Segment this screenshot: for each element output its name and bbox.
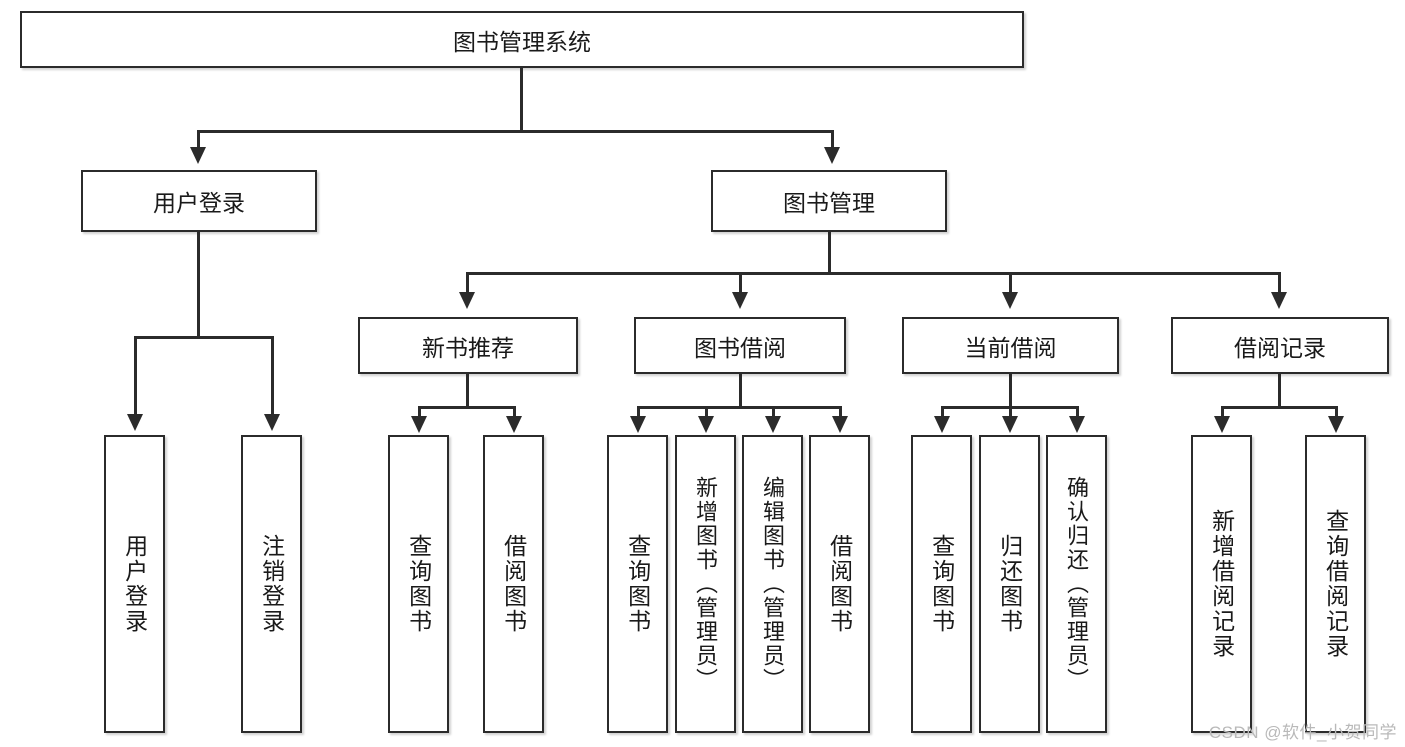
connector-bb-to-leaf-2: [705, 406, 708, 418]
arrow-cb-to-leaf-2: [1002, 416, 1018, 433]
arrow-bm-to-borrow-record: [1271, 292, 1287, 309]
connector-nbr-bus: [418, 406, 516, 409]
arrow-bm-to-current-borrow: [1002, 292, 1018, 309]
connector-user-login-bus: [134, 336, 272, 339]
leaf-br-add-record[interactable]: 新增借阅记录: [1191, 435, 1252, 733]
node-book-borrow[interactable]: 图书借阅: [634, 317, 846, 374]
connector-bm-to-new-book: [466, 272, 469, 294]
arrow-root-to-book-management: [824, 147, 840, 164]
arrow-cb-to-leaf-1: [934, 416, 950, 433]
connector-br-stem: [1278, 374, 1281, 406]
arrow-bm-to-new-book: [459, 292, 475, 309]
arrow-root-to-user-login: [190, 147, 206, 164]
connector-root-stem: [520, 68, 523, 130]
connector-bm-to-book-borrow: [739, 272, 742, 294]
connector-bb-to-leaf-3: [772, 406, 775, 418]
arrow-bm-to-book-borrow: [732, 292, 748, 309]
arrow-user-login-to-leaf-1: [127, 414, 143, 431]
leaf-bb-query-book[interactable]: 查询图书: [607, 435, 668, 733]
connector-nbr-stem: [466, 374, 469, 406]
leaf-cb-return-book[interactable]: 归还图书: [979, 435, 1040, 733]
arrow-bb-to-leaf-4: [832, 416, 848, 433]
connector-nbr-to-leaf-1: [418, 406, 421, 418]
connector-br-bus: [1221, 406, 1337, 409]
connector-cb-stem: [1009, 374, 1012, 406]
leaf-bb-borrow-book[interactable]: 借阅图书: [809, 435, 870, 733]
arrow-bb-to-leaf-3: [765, 416, 781, 433]
arrow-bb-to-leaf-1: [630, 416, 646, 433]
connector-user-login-stem: [197, 232, 200, 336]
connector-book-management-bus: [466, 272, 1281, 275]
arrow-user-login-to-leaf-2: [264, 414, 280, 431]
connector-root-to-user-login: [197, 130, 200, 149]
leaf-user-login-login[interactable]: 用户登录: [104, 435, 165, 733]
node-current-borrow[interactable]: 当前借阅: [902, 317, 1119, 374]
leaf-bb-add-book-admin[interactable]: 新增图书（管理员）: [675, 435, 736, 733]
connector-cb-to-leaf-2: [1009, 406, 1012, 418]
connector-bm-to-current-borrow: [1009, 272, 1012, 294]
leaf-bb-edit-book-admin[interactable]: 编辑图书（管理员）: [742, 435, 803, 733]
node-new-book-recommend[interactable]: 新书推荐: [358, 317, 578, 374]
node-root-book-management-system[interactable]: 图书管理系统: [20, 11, 1024, 68]
connector-br-to-leaf-2: [1335, 406, 1338, 418]
connector-book-management-stem: [828, 232, 831, 272]
leaf-nbr-query-book[interactable]: 查询图书: [388, 435, 449, 733]
node-borrow-record[interactable]: 借阅记录: [1171, 317, 1389, 374]
connector-bb-stem: [739, 374, 742, 406]
leaf-user-login-logout[interactable]: 注销登录: [241, 435, 302, 733]
leaf-cb-query-book[interactable]: 查询图书: [911, 435, 972, 733]
connector-nbr-to-leaf-2: [513, 406, 516, 418]
arrow-br-to-leaf-2: [1328, 416, 1344, 433]
connector-root-bus: [197, 130, 834, 133]
connector-cb-to-leaf-3: [1076, 406, 1079, 418]
connector-br-to-leaf-1: [1221, 406, 1224, 418]
connector-bb-bus: [637, 406, 842, 409]
connector-root-to-book-management: [831, 130, 834, 149]
connector-cb-to-leaf-1: [941, 406, 944, 418]
connector-bb-to-leaf-4: [839, 406, 842, 418]
connector-bb-to-leaf-1: [637, 406, 640, 418]
arrow-cb-to-leaf-3: [1069, 416, 1085, 433]
arrow-bb-to-leaf-2: [698, 416, 714, 433]
arrow-br-to-leaf-1: [1214, 416, 1230, 433]
connector-bm-to-borrow-record: [1278, 272, 1281, 294]
leaf-nbr-borrow-book[interactable]: 借阅图书: [483, 435, 544, 733]
arrow-nbr-to-leaf-1: [411, 416, 427, 433]
connector-user-login-to-leaf-2: [271, 336, 274, 416]
node-user-login[interactable]: 用户登录: [81, 170, 317, 232]
node-book-management[interactable]: 图书管理: [711, 170, 947, 232]
leaf-cb-confirm-return-admin[interactable]: 确认归还（管理员）: [1046, 435, 1107, 733]
connector-user-login-to-leaf-1: [134, 336, 137, 416]
arrow-nbr-to-leaf-2: [506, 416, 522, 433]
leaf-br-query-record[interactable]: 查询借阅记录: [1305, 435, 1366, 733]
